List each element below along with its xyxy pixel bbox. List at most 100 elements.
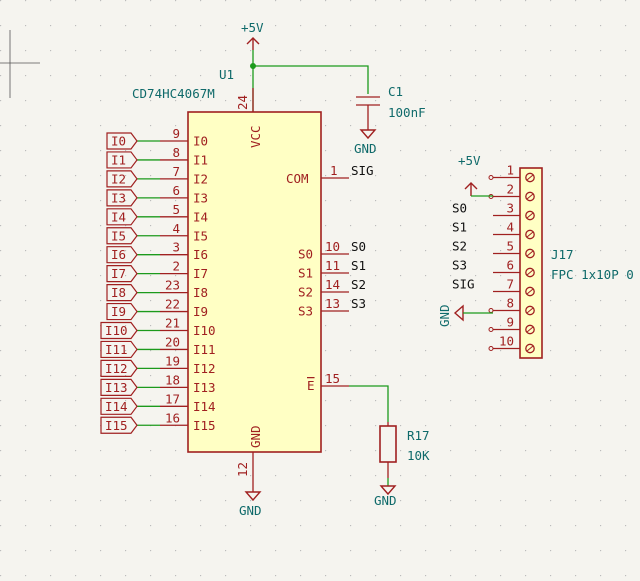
u1-power-symbol[interactable]: +5V: [241, 20, 264, 50]
u1-gnd-symbol[interactable]: GND: [239, 485, 262, 518]
r17-gnd-symbol[interactable]: GND: [374, 485, 397, 508]
u1-pin-name: I10: [193, 323, 216, 338]
u1-pin-num: 17: [165, 391, 180, 406]
j17-contact-mark: [526, 269, 534, 276]
global-label-i3[interactable]: I3: [106, 189, 138, 207]
global-label-i11[interactable]: I11: [100, 340, 138, 359]
c1-gnd-label: GND: [354, 141, 377, 156]
u1-pin-name: I1: [193, 152, 208, 167]
global-label-i15[interactable]: I15: [100, 416, 138, 434]
j17-pin-num: 7: [506, 277, 514, 292]
global-label-i6[interactable]: I6: [106, 246, 138, 264]
j17-contact-mark: [526, 326, 534, 333]
u1-pin-name: I3: [193, 190, 208, 205]
u1-pin-num: 18: [165, 372, 180, 387]
j17-net-label-s2: S2: [452, 239, 467, 254]
global-label-i13[interactable]: I13: [100, 378, 138, 396]
label-flag: [100, 321, 138, 340]
u1-pin-num-gnd: 12: [235, 462, 250, 477]
global-label-i1[interactable]: I1: [106, 151, 138, 169]
u1-pin-name: I8: [193, 285, 208, 300]
capacitor-c1[interactable]: C1 100nF: [356, 84, 426, 130]
label-flag: [106, 284, 138, 302]
global-label-i12[interactable]: I12: [100, 359, 138, 377]
cursor-crosshair: [0, 30, 40, 98]
wire-vcc-c1[interactable]: [253, 65, 369, 94]
j17-contact: [525, 172, 535, 183]
global-label-i5[interactable]: I5: [106, 227, 138, 245]
j17-pin-num: 9: [506, 315, 514, 330]
net-label-s3: S3: [351, 296, 366, 311]
j17-contact-mark: [526, 307, 534, 314]
j17-contact: [525, 229, 535, 240]
j17-contact: [525, 324, 535, 335]
j17-power-label: +5V: [458, 153, 481, 168]
global-label-text: I3: [111, 190, 126, 205]
global-label-i8[interactable]: I8: [106, 284, 138, 302]
resistor-r17[interactable]: R17 10K: [379, 422, 430, 478]
c1-ref: C1: [388, 84, 403, 99]
j17-net-label-s0: S0: [452, 201, 467, 216]
global-label-i14[interactable]: I14: [100, 397, 138, 415]
j17-contact: [525, 267, 535, 278]
u1-pin-num: 11: [325, 258, 340, 273]
u1-pin-name-com: COM: [286, 171, 309, 186]
u1-pin-name: I14: [193, 399, 216, 414]
j17-pin-num: 8: [506, 296, 514, 311]
global-label-text: I9: [111, 304, 126, 319]
global-label-text: I12: [105, 361, 128, 376]
global-label-text: I13: [105, 380, 128, 395]
net-label-s2: S2: [351, 277, 366, 292]
j17-pin-num: 6: [506, 258, 514, 273]
j17-net-label-sig: SIG: [452, 277, 475, 292]
ic-u1[interactable]: U1 CD74HC4067M 24 VCC 12 GND COM 1 SIG E…: [132, 67, 374, 485]
global-label-i2[interactable]: I2: [106, 170, 138, 188]
c1-gnd-symbol[interactable]: GND: [354, 129, 377, 156]
u1-pin-num-vcc: 24: [235, 95, 250, 110]
label-flag: [106, 170, 138, 188]
j17-contact-mark: [526, 212, 534, 219]
j17-contact-mark: [526, 174, 534, 181]
no-connect-marker: [488, 175, 494, 180]
wire-enable-r17[interactable]: [349, 385, 389, 422]
global-label-text: I14: [105, 399, 128, 414]
j17-pin-num: 10: [499, 334, 514, 349]
u1-pin-name-enable: E: [307, 378, 315, 393]
j17-gnd-label: GND: [437, 304, 452, 327]
global-label-i7[interactable]: I7: [106, 265, 138, 283]
global-label-i0[interactable]: I0: [106, 132, 138, 150]
u1-pin-num: 3: [172, 240, 180, 255]
label-flag: [106, 246, 138, 264]
u1-pin-num: 23: [165, 278, 180, 293]
u1-pin-num: 22: [165, 297, 180, 312]
net-label-s1: S1: [351, 258, 366, 273]
j17-contact: [525, 191, 535, 202]
u1-gnd-label: GND: [239, 503, 262, 518]
u1-pin-num: 5: [172, 202, 180, 217]
u1-pin-num: 21: [165, 316, 180, 331]
u1-pin-name: I9: [193, 304, 208, 319]
u1-pin-num: 20: [165, 334, 180, 349]
j17-contact-mark: [526, 345, 534, 352]
u1-pin-num: 6: [172, 183, 180, 198]
j17-power-symbol[interactable]: +5V: [458, 153, 481, 196]
j17-pin-num: 2: [506, 182, 514, 197]
global-label-text: I0: [111, 134, 126, 149]
u1-pin-name: I15: [193, 418, 216, 433]
global-label-text: I7: [111, 266, 126, 281]
j17-pin-num: 1: [506, 163, 514, 178]
u1-pin-num: 19: [165, 353, 180, 368]
global-label-i4[interactable]: I4: [106, 208, 138, 226]
global-label-text: I10: [105, 323, 128, 338]
global-label-i10[interactable]: I10: [100, 321, 138, 340]
j17-gnd-symbol[interactable]: GND: [437, 304, 493, 327]
u1-pin-name: I13: [193, 380, 216, 395]
u1-pin-num-com: 1: [330, 163, 338, 178]
global-label-text: I4: [111, 209, 126, 224]
global-label-i9[interactable]: I9: [106, 302, 138, 321]
global-label-text: I1: [111, 152, 126, 167]
j17-contact: [525, 210, 535, 221]
label-flag: [100, 340, 138, 359]
